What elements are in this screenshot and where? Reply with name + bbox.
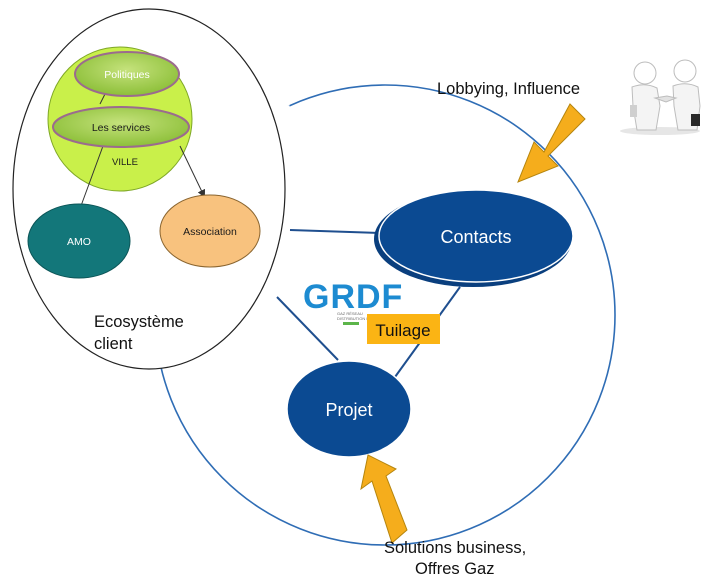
arrow-lobbying [517,103,586,183]
grdf-logo-tagline-line2: DISTRIBUTION FRANCE [337,316,383,321]
arrow-politiques-services [99,93,106,105]
projet-label: Projet [325,400,372,420]
tuilage-label: Tuilage [375,321,430,340]
services-node [52,106,190,148]
tuilage-box [367,314,440,344]
grdf-logo-wordmark: GRDF [303,278,403,316]
services-label: Les services [92,122,150,134]
connector-ecosystem-contacts [289,229,381,234]
politiques-node [74,51,180,97]
contacts-label: Contacts [440,227,511,247]
arrow-services-amo [76,145,104,216]
ville-label: VILLE [112,157,138,168]
arrow-services-association [179,145,206,198]
solutions-label-line2: Offres Gaz [415,560,494,578]
arrow-solutions [360,454,408,544]
politiques-label: Politiques [104,69,150,81]
solutions-label-line1: Solutions business, [384,539,526,557]
ecosystem-caption-line1: Ecosystème [94,313,184,331]
association-label: Association [183,226,237,238]
grdf-logo-green-bar [343,322,359,325]
contacts-node [378,189,574,283]
lobbying-label: Lobbying, Influence [437,80,580,98]
handshake-icon [620,59,701,135]
connector-ecosystem-projet [276,296,339,361]
grdf-logo: GRDF GAZ RÉSEAU DISTRIBUTION FRANCE [303,278,403,325]
amo-label: AMO [67,236,91,248]
amo-node [27,203,131,279]
grdf-logo-tagline-line1: GAZ RÉSEAU [337,311,363,316]
projet-node [286,360,412,458]
association-node [159,194,261,268]
ecosystem-caption-line2: client [94,335,133,353]
